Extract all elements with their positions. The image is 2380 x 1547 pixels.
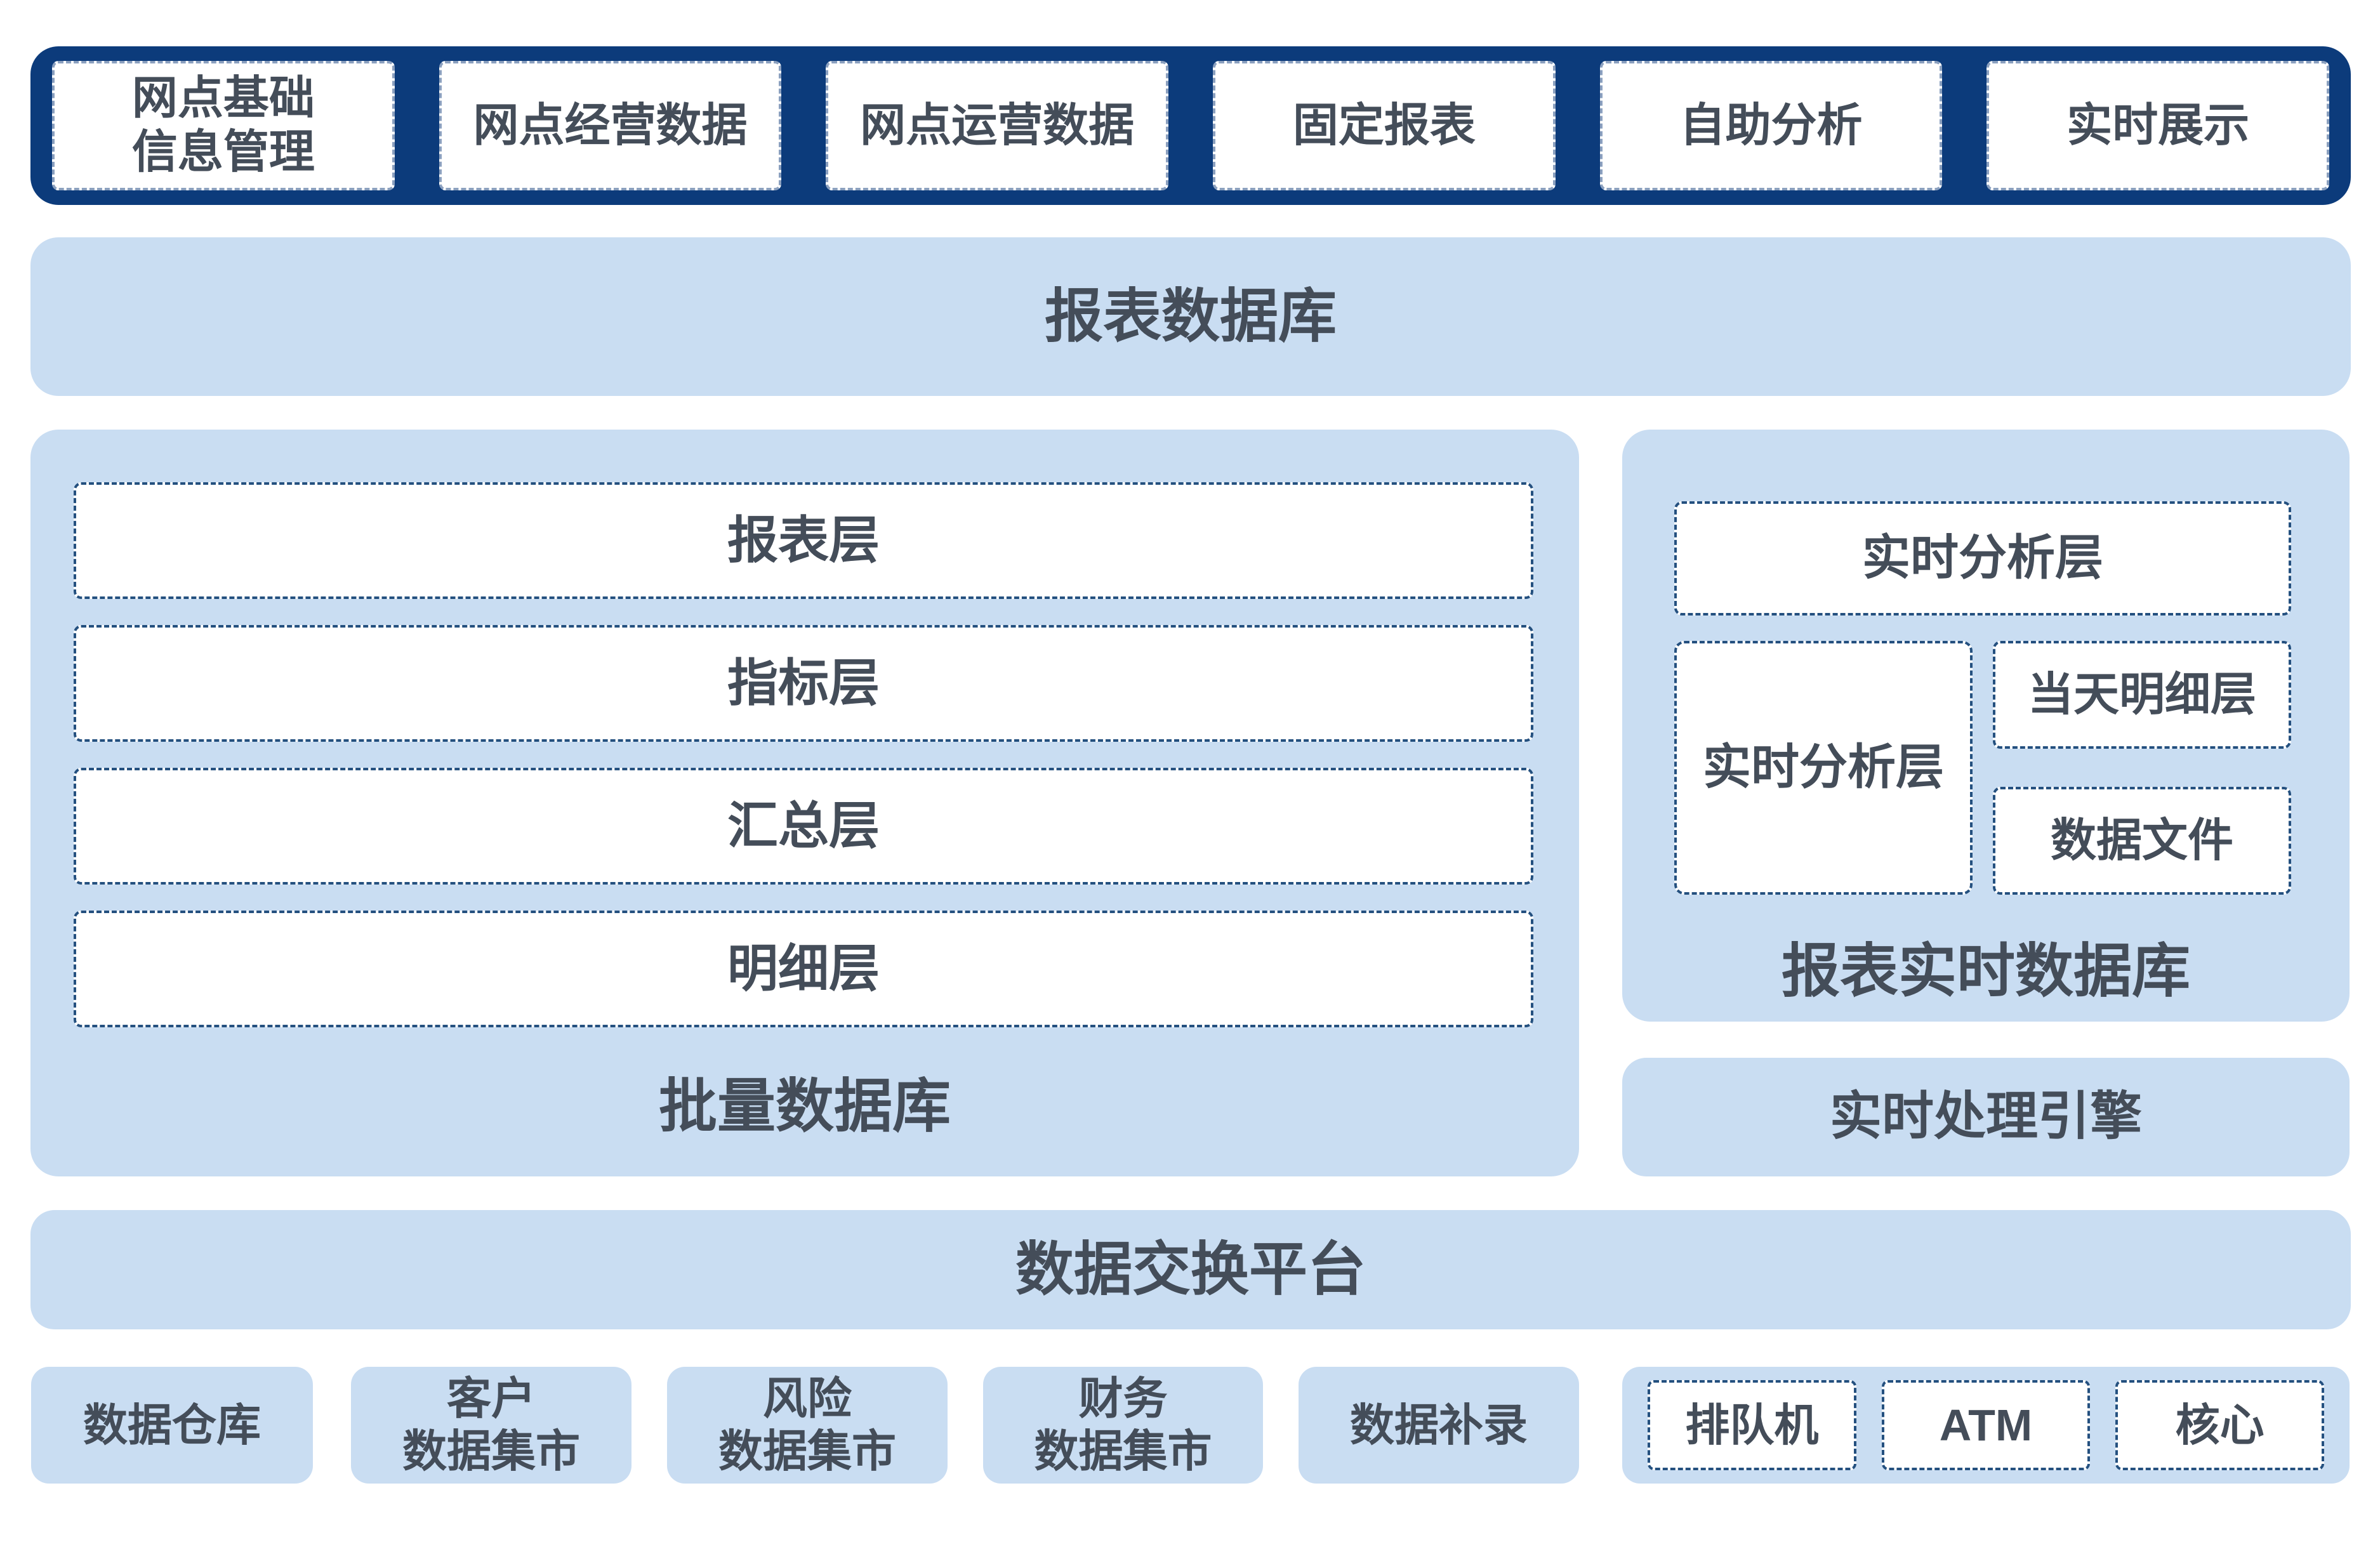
node-summary-layer: 汇总层 <box>74 768 1533 885</box>
channel-systems-panel: 排队机 ATM 核心 <box>1622 1367 2350 1484</box>
access-layer-bar: 网点基础 信息管理 网点经营数据 网点运营数据 固定报表 自助分析 实时展示 <box>30 46 2351 205</box>
node-realtime-display: 实时展示 <box>1987 61 2330 190</box>
node-detail-layer: 明细层 <box>74 911 1533 1027</box>
node-report-layer: 报表层 <box>74 482 1533 599</box>
data-exchange-band-title: 数据交换平台 <box>1015 1237 1366 1302</box>
batch-db-panel-title: 批量数据库 <box>658 1074 951 1139</box>
realtime-engine-band-title: 实时处理引擎 <box>1829 1088 2142 1146</box>
report-db-band-title: 报表数据库 <box>1044 284 1337 349</box>
node-realtime-analysis-layer-top: 实时分析层 <box>1674 501 2291 616</box>
batch-db-panel: 报表层 指标层 汇总层 明细层 批量数据库 <box>30 430 1579 1176</box>
report-db-band: 报表数据库 <box>30 237 2351 396</box>
node-today-detail-layer: 当天明细层 <box>1993 641 2291 749</box>
data-exchange-band: 数据交换平台 <box>30 1210 2351 1329</box>
realtime-db-panel-title: 报表实时数据库 <box>1781 939 2190 1004</box>
node-realtime-analysis-layer-left: 实时分析层 <box>1674 641 1973 895</box>
node-data-warehouse: 数据仓库 <box>31 1367 313 1484</box>
node-core-system: 核心 <box>2115 1380 2325 1470</box>
node-branch-operation-data: 网点运营数据 <box>826 61 1169 190</box>
node-finance-datamart: 财务 数据集市 <box>983 1367 1263 1484</box>
node-data-file: 数据文件 <box>1993 787 2291 895</box>
node-queue-machine: 排队机 <box>1648 1380 1856 1470</box>
node-self-service-analysis: 自助分析 <box>1599 61 1943 190</box>
node-fixed-report: 固定报表 <box>1213 61 1556 190</box>
node-atm: ATM <box>1881 1380 2091 1470</box>
node-data-supplement: 数据补录 <box>1299 1367 1579 1484</box>
realtime-db-panel: 实时分析层 实时分析层 当天明细层 数据文件 报表实时数据库 <box>1622 430 2350 1022</box>
node-branch-base-info: 网点基础 信息管理 <box>52 61 395 190</box>
realtime-engine-band: 实时处理引擎 <box>1622 1058 2350 1176</box>
node-customer-datamart: 客户 数据集市 <box>351 1367 631 1484</box>
node-metric-layer: 指标层 <box>74 625 1533 742</box>
node-risk-datamart: 风险 数据集市 <box>667 1367 948 1484</box>
node-branch-business-data: 网点经营数据 <box>439 61 782 190</box>
